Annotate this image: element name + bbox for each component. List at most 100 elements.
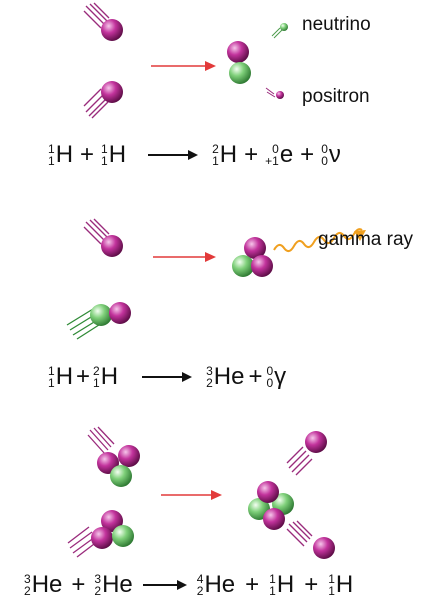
element-symbol: H	[100, 363, 119, 390]
plus-sign: +	[245, 571, 260, 598]
mass-number: 1	[101, 142, 108, 156]
equation-arrow	[142, 579, 187, 591]
atomic-number: 1	[48, 154, 55, 168]
element-symbol: H	[55, 141, 74, 168]
plus-sign: +	[244, 141, 259, 168]
neutron	[232, 255, 254, 277]
element-symbol: He	[31, 571, 63, 598]
proton	[101, 81, 123, 103]
proton	[313, 537, 335, 559]
plus-sign: +	[76, 363, 91, 390]
neutron	[112, 525, 134, 547]
equation-arrow	[148, 149, 199, 161]
mass-number: 1	[269, 572, 276, 586]
element-symbol: H	[276, 571, 295, 598]
motion-lines	[83, 218, 110, 245]
mass-number: 3	[206, 364, 213, 378]
positron-icon	[265, 87, 284, 99]
atomic-number: 1	[212, 154, 219, 168]
neutron	[90, 304, 112, 326]
incoming-proton-2	[83, 81, 123, 119]
mass-number: 1	[328, 572, 335, 586]
mass-number: 3	[24, 572, 31, 586]
proton	[257, 481, 279, 503]
atomic-number: 1	[328, 584, 335, 598]
atomic-number: 1	[269, 584, 276, 598]
outgoing-proton-2	[286, 520, 335, 559]
element-symbol: H	[108, 141, 127, 168]
proton	[305, 431, 327, 453]
mass-number: 4	[196, 572, 204, 586]
reaction-arrow-3	[161, 490, 222, 500]
particle-symbol: ν	[328, 141, 341, 168]
element-symbol: H	[219, 141, 238, 168]
element-symbol: H	[335, 571, 354, 598]
proton	[101, 19, 123, 41]
mass-number: 0	[272, 142, 279, 156]
neutron	[110, 465, 132, 487]
proton	[91, 527, 113, 549]
mass-number: 2	[212, 142, 219, 156]
plus-sign: +	[300, 141, 315, 168]
proton	[109, 302, 131, 324]
plus-sign: +	[80, 141, 95, 168]
incoming-helium3-b	[67, 510, 134, 558]
incoming-proton-1	[83, 2, 123, 41]
element-symbol: He	[102, 571, 133, 598]
plus-sign: +	[304, 571, 319, 598]
mass-number: 3	[94, 572, 102, 586]
gamma-ray-label: gamma ray	[318, 229, 414, 250]
incoming-proton-3	[83, 218, 123, 257]
product-particle: 0+1 e	[265, 141, 293, 169]
reaction-arrow-2	[153, 252, 216, 262]
atomic-number: 1	[48, 376, 55, 390]
atomic-number: 1	[101, 154, 108, 168]
mass-number: 1	[48, 364, 55, 378]
element-symbol: H	[55, 363, 74, 390]
particle-symbol: e	[279, 141, 294, 168]
atomic-number: 2	[206, 376, 213, 390]
reaction-arrow-1	[151, 61, 216, 71]
proton	[227, 41, 249, 63]
element-symbol: He	[213, 363, 245, 390]
atomic-number: 2	[94, 584, 102, 598]
positron-label: positron	[302, 86, 370, 107]
deuterium-nucleus	[227, 41, 251, 84]
atomic-number: 1	[93, 376, 100, 390]
neutrino-label: neutrino	[302, 14, 371, 35]
atomic-number: 2	[24, 584, 31, 598]
plus-sign: +	[71, 571, 86, 598]
equation-arrow	[142, 371, 193, 383]
motion-lines	[286, 520, 313, 547]
mass-number: 0	[321, 142, 328, 156]
proton	[118, 445, 140, 467]
motion-lines	[87, 426, 115, 455]
outgoing-proton-1	[286, 431, 327, 476]
element-symbol: He	[204, 571, 236, 598]
proton	[251, 255, 273, 277]
motion-lines	[83, 2, 110, 29]
atomic-number: 0	[321, 154, 328, 168]
helium4-nucleus	[248, 481, 294, 530]
incoming-helium3-a	[87, 426, 140, 487]
atomic-number: 0	[266, 376, 274, 390]
mass-number: 0	[266, 364, 274, 378]
gamma-ray-icon	[273, 228, 366, 252]
motion-lines	[286, 446, 313, 476]
